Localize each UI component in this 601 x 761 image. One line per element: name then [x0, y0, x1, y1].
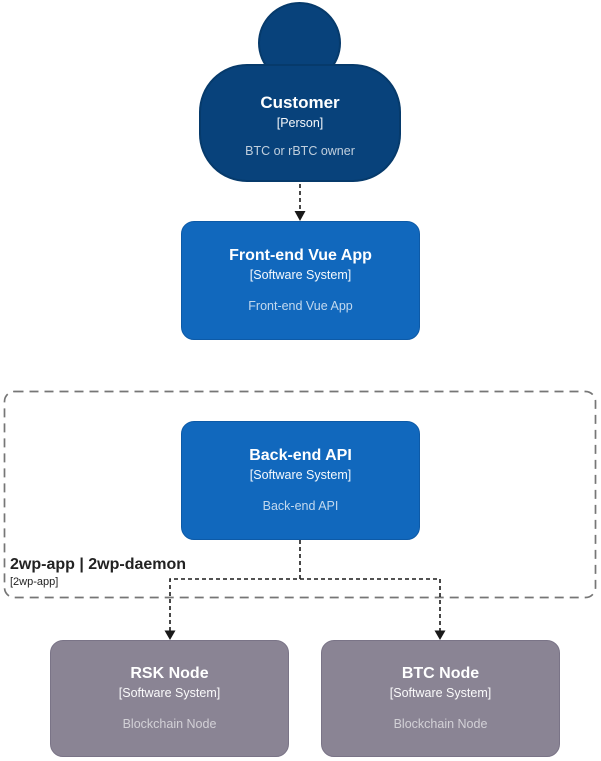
- system-btc-node-title: BTC Node: [401, 665, 480, 682]
- edge-backend-rsknode: [169, 540, 301, 631]
- person-customer: Customer [Person] BTC or rBTC owner: [199, 64, 401, 182]
- system-backend-description: Back-end API: [262, 499, 339, 514]
- system-rsk-node-subtitle: [Software System]: [118, 686, 221, 701]
- system-rsk-node: RSK Node [Software System] Blockchain No…: [50, 640, 289, 757]
- arrowhead-frontend: [294, 211, 306, 221]
- system-frontend-description: Front-end Vue App: [248, 299, 353, 314]
- system-btc-node-description: Blockchain Node: [393, 717, 488, 732]
- system-btc-node-subtitle: [Software System]: [389, 686, 492, 701]
- system-frontend: Front-end Vue App [Software System] Fron…: [181, 221, 420, 340]
- boundary-2wp-app-subtitle: [2wp-app]: [10, 576, 59, 588]
- system-backend: Back-end API [Software System] Back-end …: [181, 421, 420, 540]
- edge-backend-btcnode: [300, 578, 441, 631]
- system-rsk-node-title: RSK Node: [130, 665, 209, 682]
- boundary-2wp-app-title: 2wp-app | 2wp-daemon: [10, 556, 187, 573]
- person-subtitle: [Person]: [276, 115, 324, 130]
- arrowhead-rsknode: [164, 630, 176, 640]
- system-backend-title: Back-end API: [249, 447, 352, 464]
- system-btc-node: BTC Node [Software System] Blockchain No…: [321, 640, 560, 757]
- boundary-2wp-app-border: [3, 390, 597, 599]
- system-rsk-node-description: Blockchain Node: [122, 717, 217, 732]
- person-description: BTC or rBTC owner: [245, 143, 355, 158]
- system-backend-subtitle: [Software System]: [249, 468, 352, 483]
- system-frontend-subtitle: [Software System]: [249, 268, 352, 283]
- arrowhead-btcnode: [434, 630, 446, 640]
- person-title: Customer: [260, 93, 340, 112]
- system-frontend-title: Front-end Vue App: [229, 247, 372, 264]
